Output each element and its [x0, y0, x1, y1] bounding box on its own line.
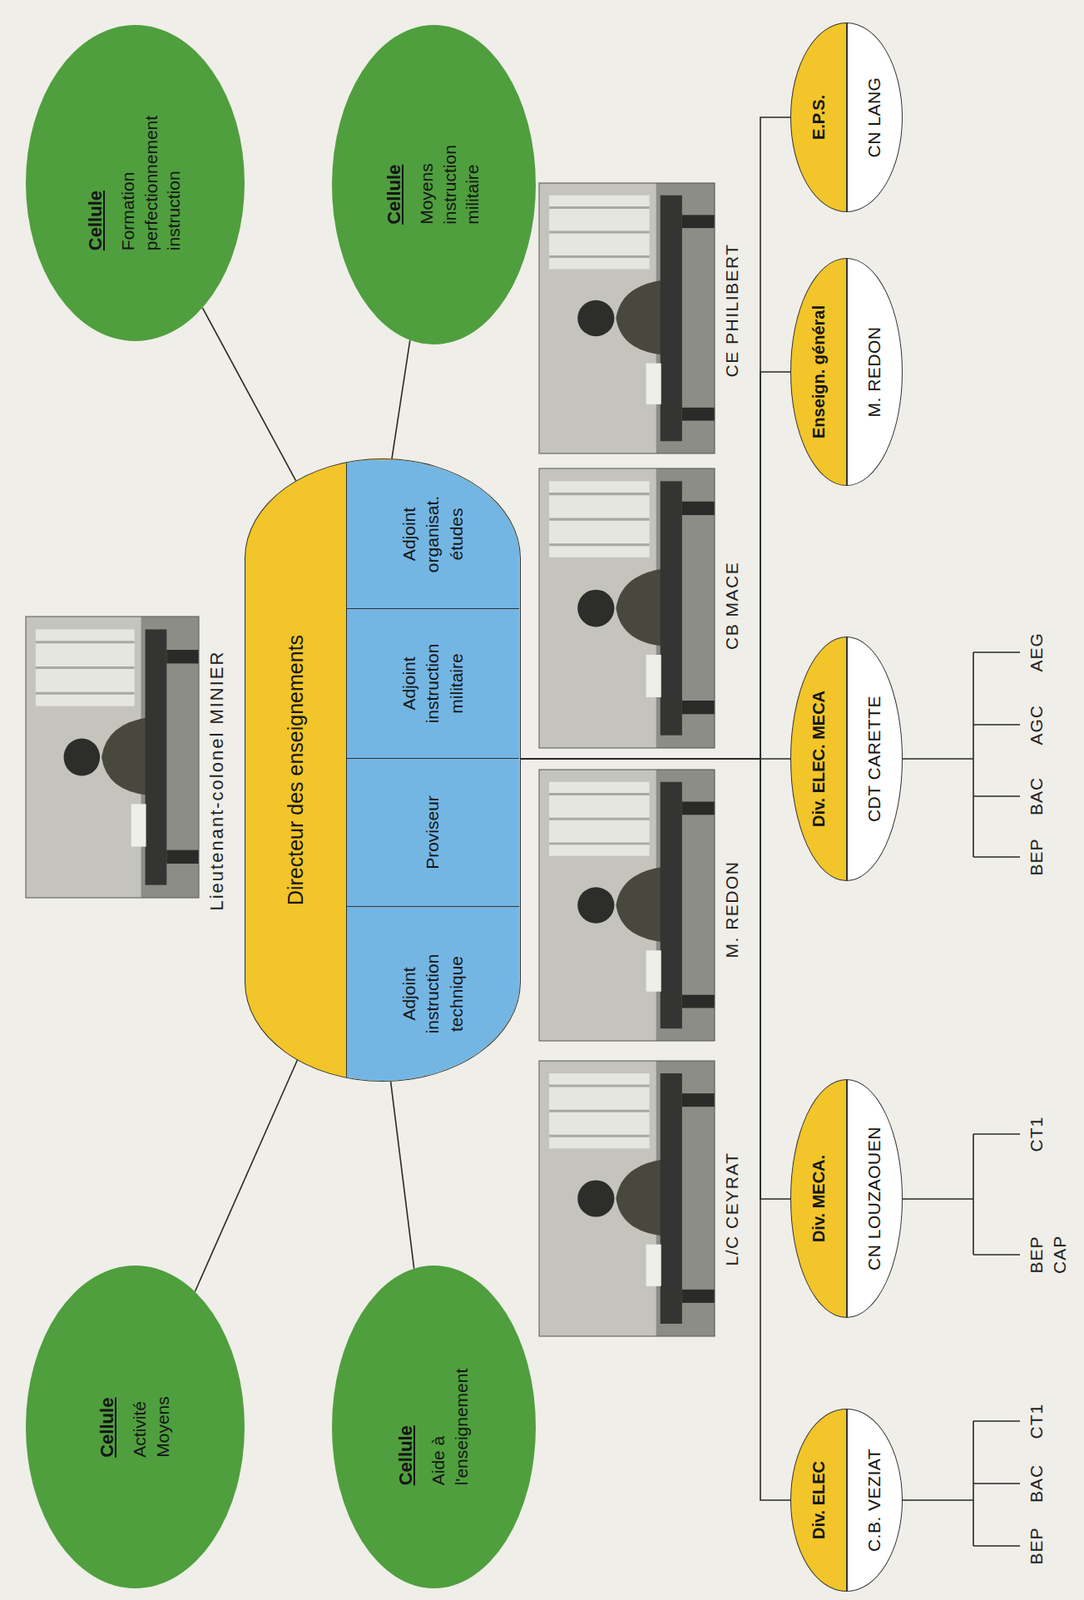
photo-caption: Lieutenant-colonel MINIER: [206, 650, 228, 911]
connector: [520, 758, 791, 1500]
cell-heading: Cellule: [84, 190, 107, 251]
division-heading: Div. ELEC. MECA: [809, 690, 829, 827]
staff-label: Adjoint instruction militaire: [397, 643, 469, 724]
cell-body: Formation perfectionnement instruction: [116, 115, 186, 251]
cell-ellipse: Cellule Formation perfectionnement instru…: [25, 24, 245, 342]
division-head-half: Enseign. général: [791, 258, 847, 486]
cell-text-group: Cellule Formation perfectionnement instru…: [84, 115, 186, 251]
cell-heading: Cellule: [395, 1425, 417, 1485]
course-label: CAP: [1049, 1235, 1070, 1274]
course-label: CT1: [1026, 1116, 1047, 1153]
connector: [520, 117, 791, 759]
staff-box: Adjoint instruction technique: [346, 906, 520, 1081]
division-heading: Enseign. général: [809, 305, 829, 439]
photo-caption: CB MACE: [722, 561, 743, 650]
division-name-half: CDT CARETTE: [846, 637, 903, 881]
connector: [391, 340, 411, 460]
connector: [391, 1081, 415, 1269]
course-label: AEG: [1026, 632, 1047, 672]
photo: [539, 468, 715, 748]
course-label: BEP: [1026, 837, 1047, 876]
division-head-half: E.P.S.: [791, 23, 847, 212]
cell-text-group: Cellule Activité Moyens: [96, 1395, 174, 1458]
division-head-name: CN LOUZAOUEN: [864, 1126, 885, 1271]
division-head-name: CDT CARETTE: [864, 695, 885, 822]
course-label: BEP: [1026, 1526, 1047, 1565]
course-label: AGC: [1026, 704, 1047, 746]
connector: [202, 307, 296, 481]
division-ellipse: Div. ELEC C.B. VEZIAT: [790, 1408, 903, 1592]
cell-ellipse: Cellule Aide à l'enseignement: [331, 1265, 536, 1589]
cell-ellipse: Cellule Activité Moyens: [25, 1265, 245, 1589]
division-heading: Div. MECA.: [809, 1154, 829, 1243]
cell-ellipse: Cellule Moyens instruction militaire: [331, 24, 536, 345]
director-box: Directeur des enseignementsAdjoint instr…: [244, 458, 521, 1082]
photo: [25, 616, 199, 898]
connector: [520, 371, 791, 759]
division-name-half: CN LOUZAOUEN: [846, 1079, 903, 1317]
division-ellipse: E.P.S. CN LANG: [790, 22, 903, 213]
cell-body: Aide à l'enseignement: [426, 1368, 473, 1486]
division-name-half: CN LANG: [846, 23, 903, 212]
staff-label: Adjoint instruction technique: [397, 954, 469, 1035]
staff-box: Proviseur: [346, 758, 520, 907]
photo: [539, 1060, 715, 1337]
division-head-name: C.B. VEZIAT: [864, 1448, 885, 1552]
cell-heading: Cellule: [96, 1397, 119, 1458]
course-label: BAC: [1026, 777, 1047, 816]
staff-label: Adjoint organisat. études: [397, 495, 469, 573]
division-ellipse: Enseign. général M. REDON: [790, 257, 903, 486]
division-head-half: Div. MECA.: [791, 1079, 847, 1317]
division-head-name: M. REDON: [864, 326, 885, 418]
photo: [539, 183, 715, 454]
staff-box: Adjoint instruction militaire: [346, 608, 520, 759]
connector: [520, 758, 791, 1199]
cell-text-group: Cellule Aide à l'enseignement: [395, 1368, 473, 1486]
director-title: Directeur des enseignements: [283, 634, 308, 906]
tree-bracket: [881, 652, 1020, 1546]
director-band: Directeur des enseignements: [245, 459, 347, 1081]
division-head-half: Div. ELEC: [791, 1409, 847, 1591]
connector: [194, 1059, 297, 1292]
division-heading: Div. ELEC: [809, 1460, 829, 1540]
cell-heading: Cellule: [383, 164, 406, 225]
course-label: BEP: [1026, 1235, 1047, 1273]
photo-caption: M. REDON: [722, 861, 743, 959]
division-head-half: Div. ELEC. MECA: [791, 637, 847, 881]
division-head-name: CN LANG: [864, 77, 885, 159]
division-ellipse: Div. ELEC. MECA CDT CARETTE: [790, 636, 903, 882]
division-name-half: C.B. VEZIAT: [846, 1409, 903, 1591]
cell-body: Moyens instruction militaire: [415, 144, 485, 225]
cell-text-group: Cellule Moyens instruction militaire: [383, 144, 485, 225]
division-name-half: M. REDON: [846, 258, 903, 486]
photo-caption: L/C CEYRAT: [722, 1151, 743, 1266]
division-heading: E.P.S.: [809, 94, 829, 140]
photo: [539, 769, 715, 1041]
course-label: BAC: [1026, 1464, 1047, 1503]
division-ellipse: Div. MECA. CN LOUZAOUEN: [790, 1079, 903, 1317]
photo-caption: CE PHILIBERT: [722, 242, 743, 377]
cell-body: Activité Moyens: [128, 1395, 174, 1458]
staff-box: Adjoint organisat. études: [346, 460, 520, 609]
course-label: CT1: [1026, 1403, 1047, 1440]
staff-label: Proviseur: [420, 795, 445, 870]
